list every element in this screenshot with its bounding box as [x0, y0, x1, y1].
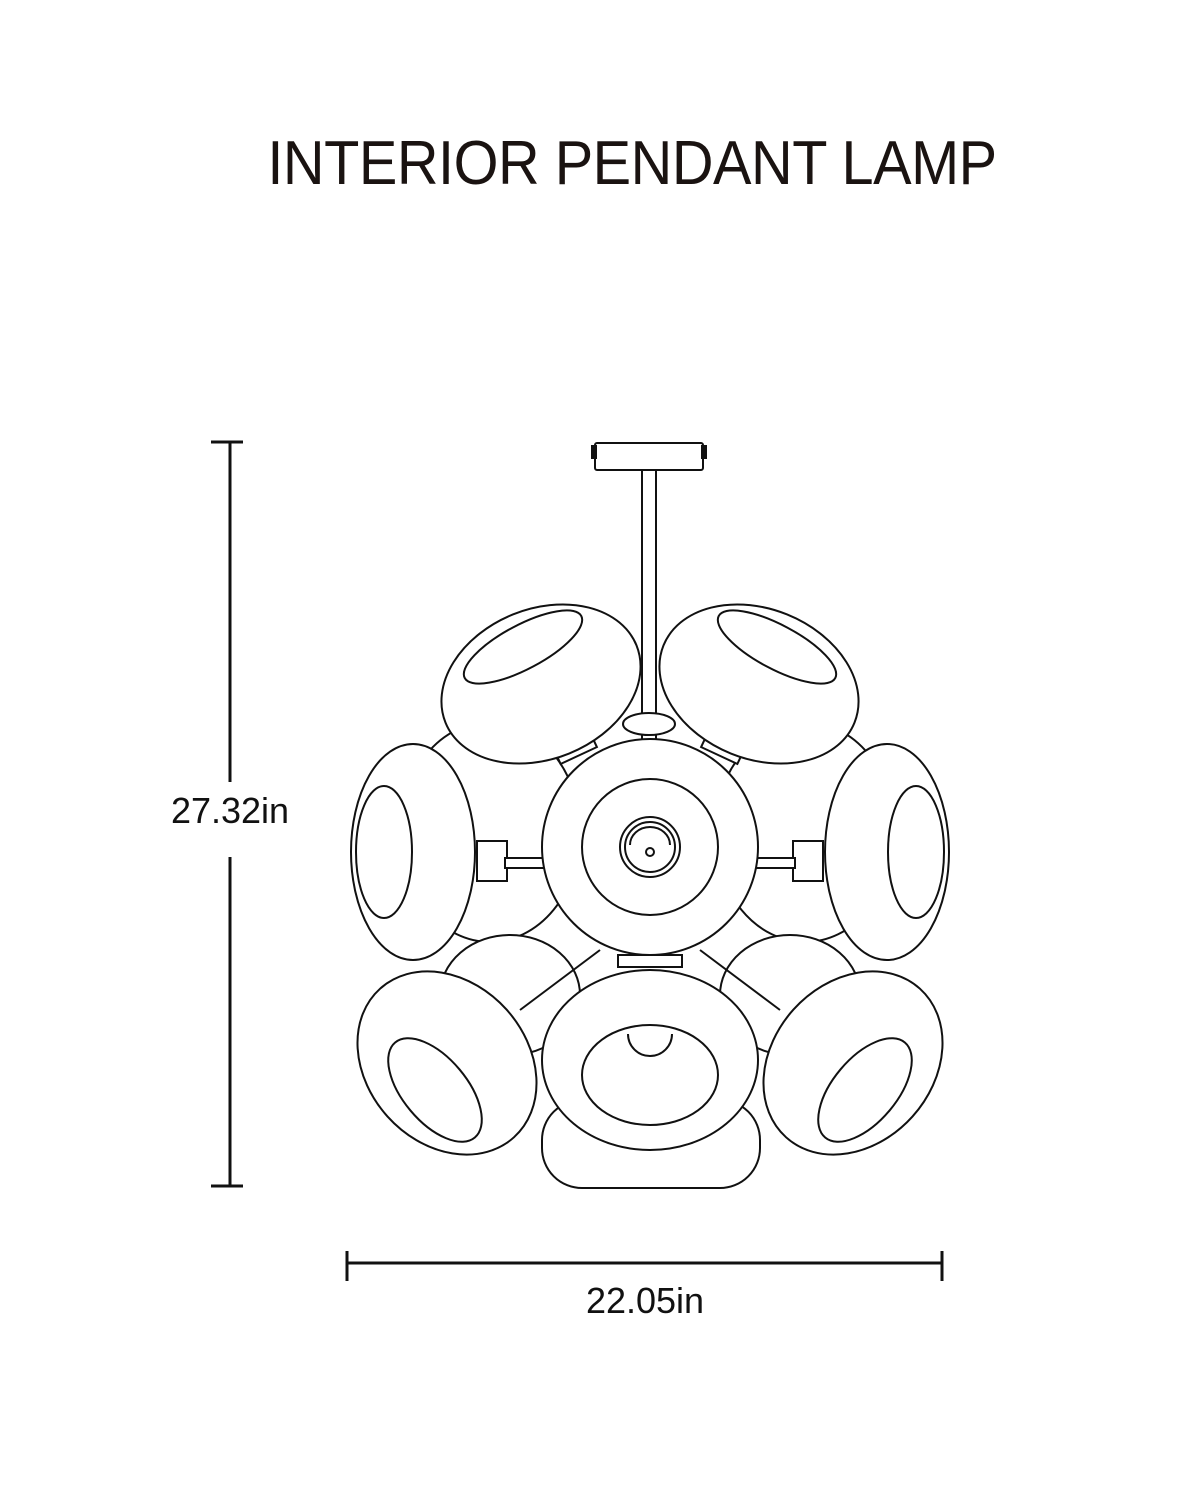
shade-bottom-right: [699, 949, 944, 1156]
height-dimension-label: 27.32in: [170, 790, 290, 831]
shade-right: [754, 743, 950, 961]
shade-left: [350, 743, 546, 961]
center-hub: [541, 738, 759, 968]
diagram-title: INTERIOR PENDANT LAMP: [267, 129, 997, 198]
lamp-illustration: [350, 442, 950, 1189]
shade-bottom-left: [356, 949, 601, 1156]
shade-bottom-front: [541, 969, 759, 1151]
ceiling-canopy: [594, 442, 704, 471]
shade-top-right: [658, 603, 860, 766]
width-dimension-line: [345, 1251, 944, 1281]
height-dimension-line: [211, 440, 243, 1188]
shade-top-left: [440, 603, 642, 766]
width-dimension-label: 22.05in: [585, 1280, 705, 1321]
